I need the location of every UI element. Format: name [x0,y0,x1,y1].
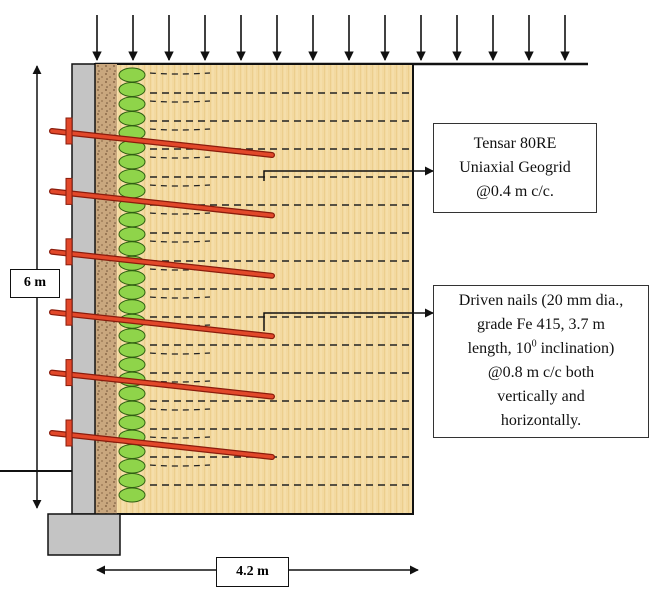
geogrid-wrap-return [149,464,211,467]
nail-shaft [50,370,274,399]
geogrid-wrap-bag [118,81,146,97]
surcharge-load-arrows [92,15,570,61]
nail-shaft [50,431,274,459]
geogrid-wrap-return [149,212,211,215]
geogrid-wrap-return [149,352,211,355]
geogrid-wrap-bag [118,110,146,126]
geogrid-wrap-bag [118,168,146,184]
nail-shaft [50,310,274,338]
geogrid-leader-line [263,166,434,181]
soil-nail [49,419,275,460]
geogrid-wrap-bag [118,458,146,474]
nail-shaft [50,189,274,218]
geogrid-wrap-return [149,100,211,103]
geogrid-wrap-bag [118,487,146,503]
geogrid-wrap-bag [118,473,146,489]
geogrid-wrap-bag [118,183,146,199]
soil-nail [49,359,275,400]
geogrid-callout-line3: @0.4 m c/c. [476,183,554,200]
geogrid-wrap-return [149,296,211,299]
nail-callout-line5: vertically and [497,388,585,405]
geogrid-wrap-bag [118,212,146,228]
nail-callout-line1: Driven nails (20 mm dia., [458,292,624,309]
nail-callout-line2: grade Fe 415, 3.7 m [477,316,605,333]
geogrid-wrap-bag [118,444,146,460]
geogrid-wrap-bag [118,241,146,257]
geogrid-wrap-bag [118,415,146,431]
nail-leader-line [263,308,434,331]
nail-callout: Driven nails (20 mm dia., grade Fe 415, … [433,285,649,438]
nail-head-plate [65,238,73,266]
nail-head-plate [65,117,73,145]
nail-callout-line4: @0.8 m c/c both [487,364,595,381]
width-label: 4.2 m [216,557,289,587]
geogrid-wrap-bag [118,386,146,402]
geogrid-wrap-bag [118,67,146,83]
nail-callout-line6: horizontally. [500,412,582,429]
geogrid-wrap-return [149,268,211,271]
geogrid-wrap-bag [118,284,146,300]
height-label: 6 m [10,269,60,298]
geogrid-wrap-bag [118,299,146,315]
soil-nail [49,238,275,279]
geogrid-wrap-bag [118,270,146,286]
geogrid-callout-line1: Tensar 80RE [473,135,557,152]
soil-nail [49,117,275,158]
drainage-gravel-strip [95,64,117,514]
soil-nails [49,117,275,460]
nail-head-plate [65,177,73,205]
geogrid-wrap-bag [118,357,146,373]
geogrid-wrap-return [149,72,211,75]
geogrid-wrap-bag [118,226,146,242]
geogrid-wrap-bag [118,400,146,416]
nail-shaft [50,129,274,157]
geogrid-wrap-return [149,408,211,411]
nail-shaft [50,250,274,278]
nail-head-plate [65,359,73,387]
geogrid-layers [149,72,413,486]
wall-footing [47,513,121,556]
nail-head-plate [65,298,73,326]
geogrid-wrap-return [149,436,211,439]
geogrid-wrap-bag [118,96,146,112]
geogrid-wrap-return [149,156,211,159]
geogrid-callout: Tensar 80RE Uniaxial Geogrid @0.4 m c/c. [433,123,597,213]
soil-nail [49,298,275,340]
geogrid-wrap-bag [118,154,146,170]
geogrid-wrap-return [149,240,211,243]
nail-callout-line3: length, 100 inclination) [467,338,615,357]
geogrid-wrap-bag [118,342,146,358]
soil-nail [49,177,275,219]
nail-head-plate [65,419,73,447]
geogrid-wrap-return [149,184,211,187]
geogrid-wrap-bag [118,328,146,344]
geogrid-callout-line2: Uniaxial Geogrid [459,159,571,176]
geogrid-wrap-return [149,128,211,131]
